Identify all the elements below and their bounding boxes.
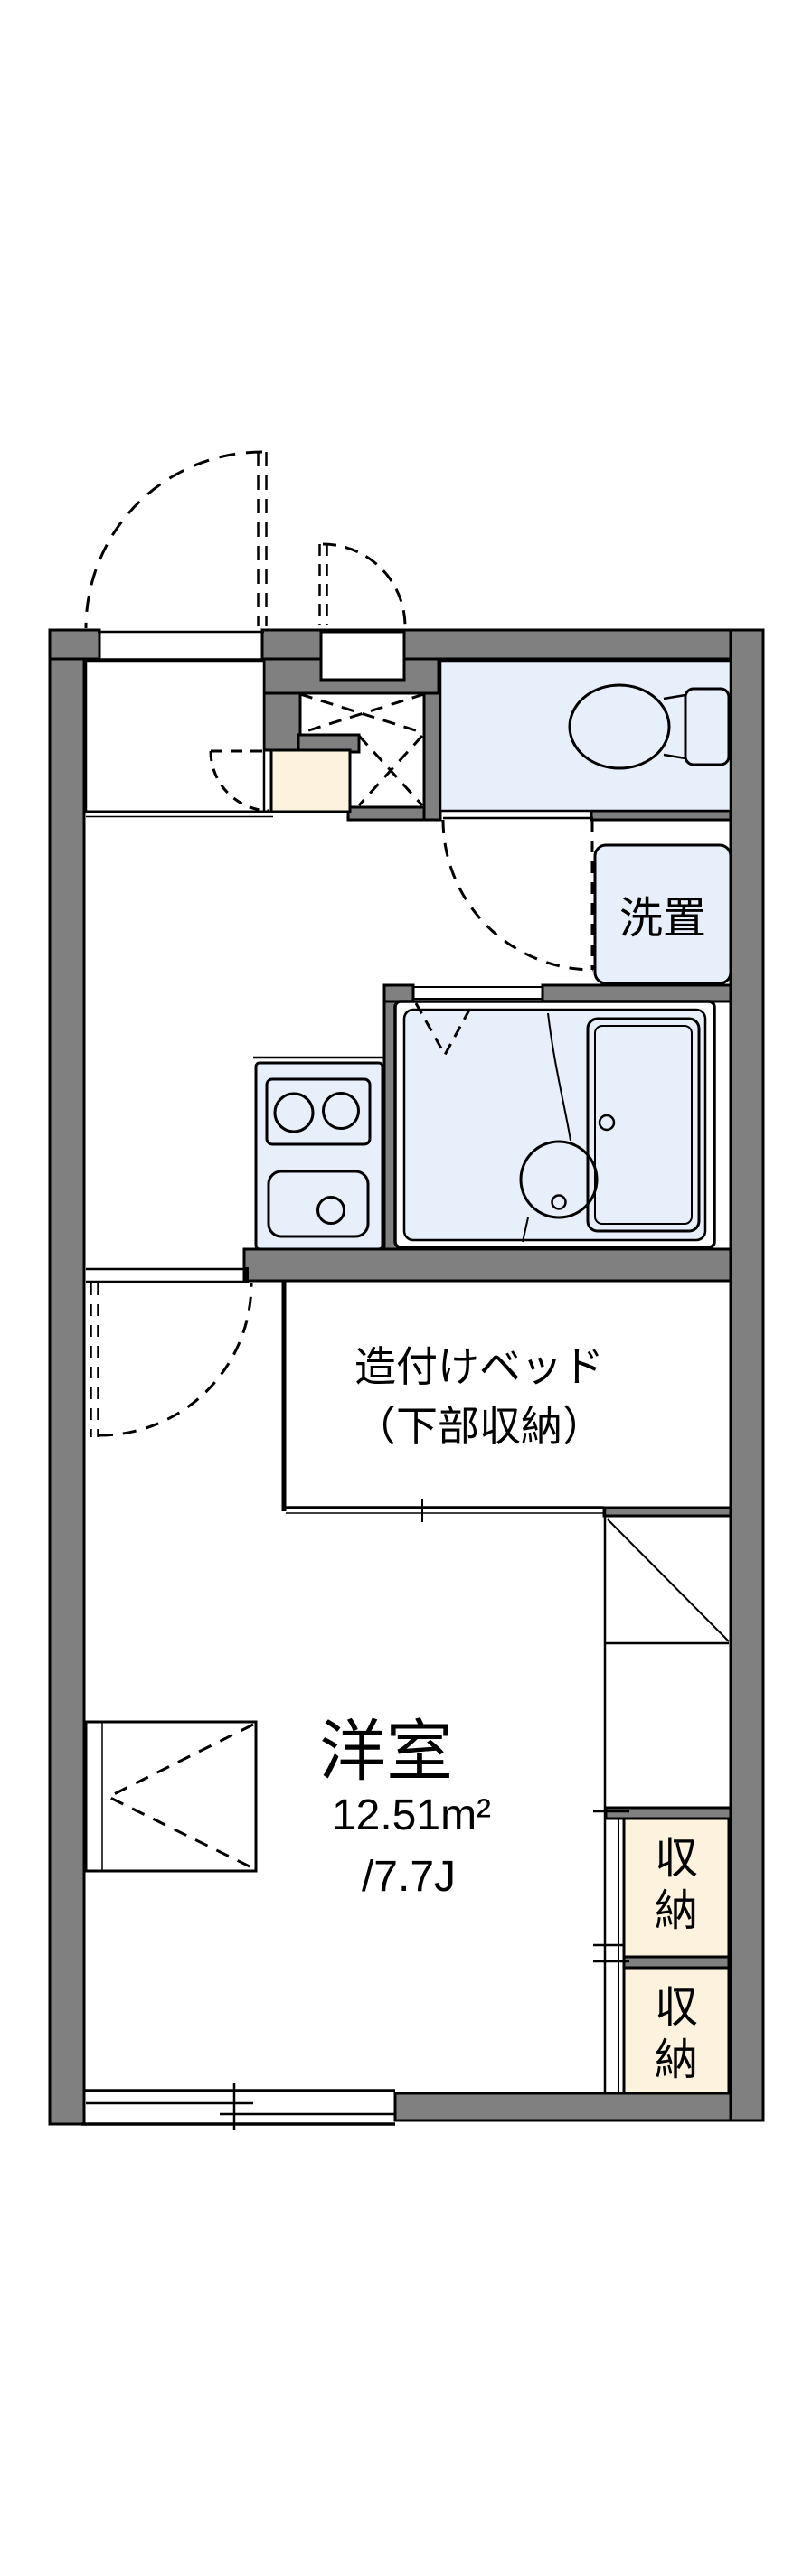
bath-sink-icon [519, 1012, 599, 1243]
genkan-step [269, 748, 352, 813]
washer-pan [593, 843, 732, 985]
room-area-sqm-label: 12.51m² [332, 1791, 491, 1839]
wall-column-divider-2 [622, 1955, 731, 1970]
genkan-x-marks [299, 692, 425, 807]
wall-left-column [48, 628, 86, 2126]
wet-areas [254, 659, 732, 1251]
main-room-door-swing-icon [90, 1283, 253, 1437]
wall-genkan-left [262, 691, 302, 752]
room-name-label: 洋室 [319, 1714, 453, 1789]
storage-column-lines [593, 1508, 730, 2093]
storage-upper-label-2: 納 [655, 1887, 698, 1935]
exterior-storage-door-panel [319, 630, 406, 682]
wall-bath-top-left [382, 983, 415, 1003]
bed-label-line2: （下部収納） [354, 1403, 604, 1450]
fridge-space-diagonal [607, 1518, 730, 1642]
hall-door-swing-icon [209, 749, 270, 813]
storage-lower-label-2: 納 [655, 2036, 698, 2084]
walls [48, 628, 765, 2126]
wall-column-strip-top [602, 1506, 732, 1518]
kitchen-counter [254, 1061, 384, 1251]
wall-counter-icon [84, 1720, 258, 1873]
exterior-storage-door-swing-icon [318, 542, 407, 627]
sliding-window-icon [81, 2083, 395, 2130]
entrance-door-swing-icon [84, 450, 268, 629]
toilet-door-swing-icon [441, 819, 594, 972]
entry-hall [84, 659, 266, 813]
storage-upper-label-1: 収 [655, 1835, 698, 1883]
storage-box-lower [622, 1966, 731, 2095]
bed-bottom-edge [286, 1499, 604, 1522]
bathroom-floor [402, 1008, 707, 1242]
wall-column-divider-1 [604, 1806, 732, 1820]
bathroom-door-threshold [413, 986, 543, 1000]
entrance-threshold [84, 630, 264, 661]
bathtub-icon [586, 1017, 701, 1233]
storage-boxes [622, 1817, 731, 2095]
toilet-icon [568, 683, 731, 770]
hall-step-edge [86, 810, 273, 818]
wall-toilet-bottom [590, 809, 732, 822]
toilet-room [439, 659, 732, 813]
stove-icon [265, 1077, 372, 1146]
storage-lower-label-1: 収 [655, 1984, 698, 2032]
room-area-tatami-label: /7.7J [362, 1853, 456, 1901]
wall-top-left-corner [48, 628, 101, 661]
main-room-doorway [86, 1267, 249, 1283]
washer-area-label: 洗置 [619, 895, 706, 943]
bed-label-line1: 造付けベッド [354, 1343, 604, 1390]
wall-bath-top-right [541, 983, 732, 1003]
wall-genkan-right [422, 691, 442, 822]
wall-middle [242, 1247, 732, 1283]
storage-box-upper [622, 1817, 731, 1959]
kitchen-sink-icon [267, 1170, 370, 1238]
wall-bottom [393, 2092, 732, 2122]
wall-right-column [729, 628, 765, 2122]
wall-genkan-bottom [346, 805, 426, 822]
